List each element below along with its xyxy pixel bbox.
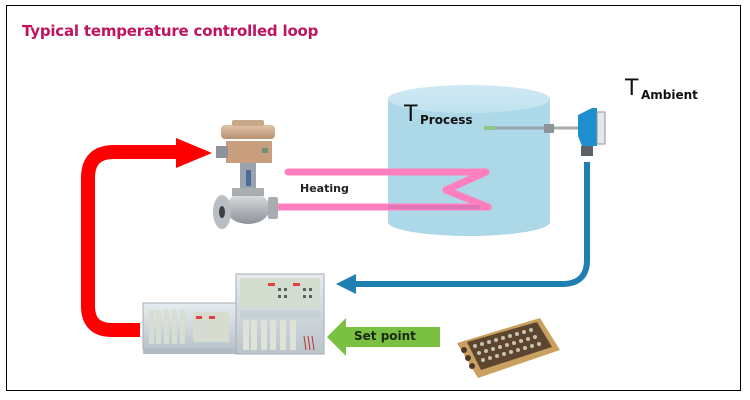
process-tank — [388, 85, 550, 236]
t-process-subscript: Process — [420, 113, 473, 127]
heating-label: Heating — [300, 182, 349, 195]
controller-rack-main — [235, 273, 325, 355]
output-signal-arrow — [81, 138, 212, 337]
set-point-label: Set point — [354, 329, 416, 343]
measurement-signal-arrow — [336, 162, 590, 294]
controller-rack-small — [142, 302, 240, 354]
t-process-symbol: T — [404, 102, 418, 127]
keyboard — [457, 318, 560, 378]
temperature-transmitter — [484, 108, 606, 156]
set-point-arrow — [327, 318, 440, 356]
t-ambient-symbol: T — [625, 76, 639, 101]
t-ambient-subscript: Ambient — [641, 88, 698, 102]
diagram-title: Typical temperature controlled loop — [22, 22, 319, 40]
control-valve — [213, 120, 278, 229]
